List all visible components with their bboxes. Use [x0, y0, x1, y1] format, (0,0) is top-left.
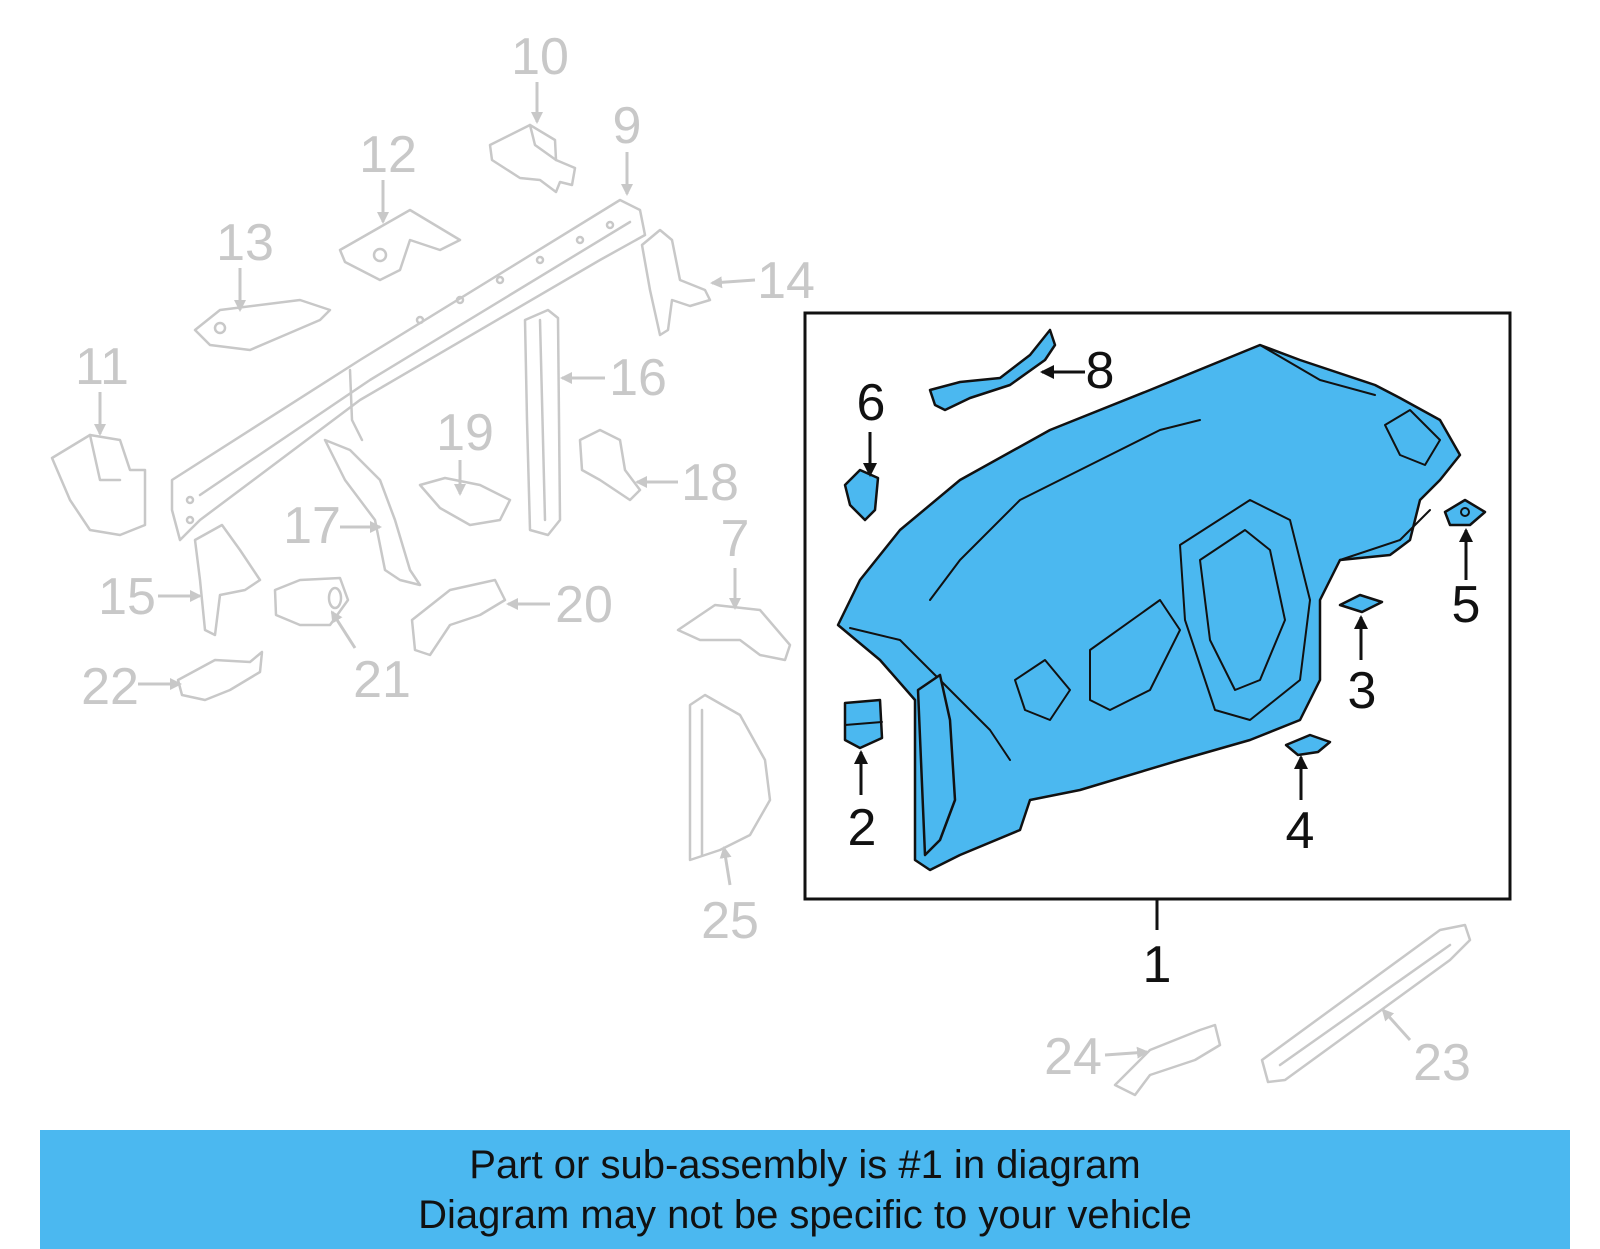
part-9-cross-car-beam — [170, 198, 647, 542]
callout-23: 23 — [1413, 1034, 1471, 1092]
callout-20: 20 — [555, 576, 613, 634]
callout-22: 22 — [81, 658, 139, 716]
callout-5: 5 — [1452, 576, 1481, 634]
part-5-nut — [1443, 498, 1487, 527]
part-24-bracket — [1113, 1023, 1222, 1097]
part-20-bracket — [410, 578, 507, 657]
part-13-bracket — [193, 298, 332, 352]
callout-10: 10 — [511, 28, 569, 86]
part-22-bracket — [176, 650, 264, 702]
callout-1: 1 — [1143, 936, 1172, 994]
part-7-bracket — [676, 603, 792, 662]
callout-19: 19 — [436, 404, 494, 462]
callout-3: 3 — [1348, 662, 1377, 720]
dark-leader-arrows — [854, 365, 1473, 800]
part-10-bracket — [488, 123, 577, 194]
part-19-trim — [418, 476, 512, 527]
callout-16: 16 — [609, 349, 667, 407]
part-3-clip — [1338, 593, 1384, 614]
callout-6: 6 — [857, 374, 886, 432]
callout-25: 25 — [701, 892, 759, 950]
part-14-bracket — [640, 228, 712, 337]
part-4-clip — [1284, 733, 1332, 757]
part-25-panel — [688, 693, 772, 862]
part-6-bracket — [843, 468, 880, 522]
part-16-brace — [523, 308, 562, 537]
callout-8: 8 — [1086, 342, 1115, 400]
grey-leader-arrows — [94, 82, 1412, 1059]
callout-13: 13 — [216, 214, 274, 272]
part-17-bracket — [323, 438, 422, 587]
part-11-bracket — [50, 433, 147, 537]
part-1-instrument-panel — [836, 343, 1462, 872]
banner-line-1: Part or sub-assembly is #1 in diagram — [469, 1142, 1141, 1187]
part-23-rail — [1260, 923, 1472, 1084]
callout-24: 24 — [1044, 1028, 1102, 1086]
callout-7: 7 — [721, 510, 750, 568]
callout-15: 15 — [98, 568, 156, 626]
part-18-bracket — [578, 428, 642, 502]
callout-11: 11 — [75, 338, 129, 396]
callout-14: 14 — [757, 252, 815, 310]
callout-9: 9 — [613, 97, 642, 155]
part-8-bracket — [928, 328, 1057, 412]
part-2-clip — [843, 698, 884, 750]
callout-21: 21 — [353, 651, 411, 709]
banner-line-2: Diagram may not be specific to your vehi… — [418, 1192, 1192, 1237]
callout-12: 12 — [359, 126, 417, 184]
callout-4: 4 — [1286, 802, 1315, 860]
info-banner: Part or sub-assembly is #1 in diagram Di… — [40, 1130, 1570, 1249]
part-12-bracket — [338, 208, 462, 282]
callout-18: 18 — [681, 454, 739, 512]
callout-17: 17 — [283, 497, 341, 555]
callout-2: 2 — [848, 799, 877, 857]
part-15-bracket — [193, 523, 262, 637]
